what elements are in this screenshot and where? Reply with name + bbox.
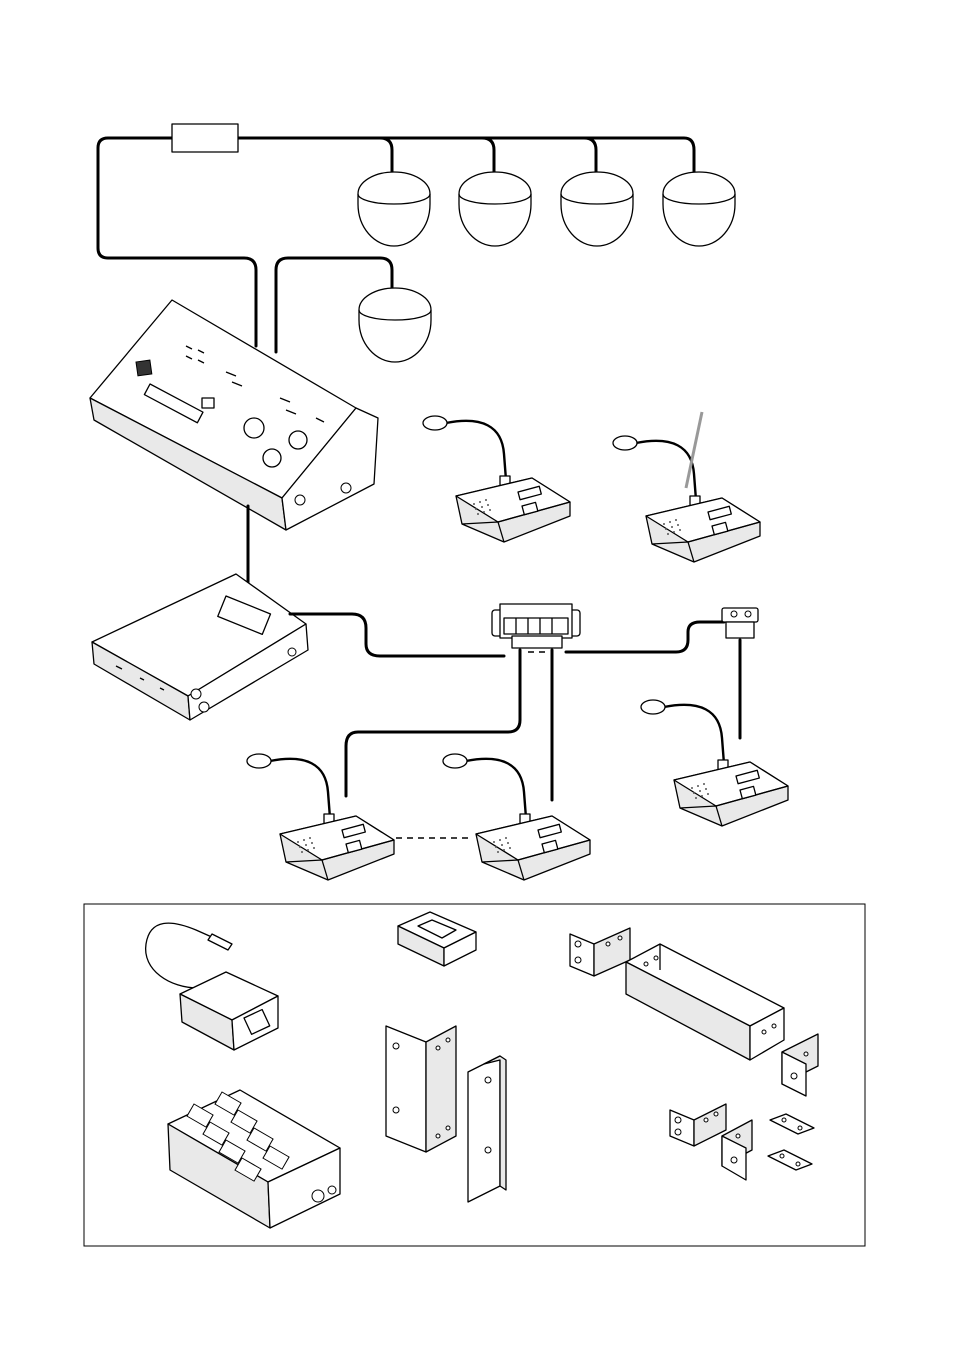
battery-pack bbox=[398, 912, 476, 966]
rack-bracket-left bbox=[386, 1026, 456, 1152]
angle-bracket-1 bbox=[570, 928, 630, 976]
rack-bracket-right bbox=[468, 1056, 506, 1202]
ceiling-speaker-5 bbox=[359, 288, 431, 362]
ceiling-speaker-4 bbox=[663, 172, 735, 246]
delegate-unit-3 bbox=[247, 754, 394, 880]
delegate-unit-wireless bbox=[613, 412, 760, 562]
delegate-unit-1 bbox=[423, 416, 570, 542]
battery-charger bbox=[168, 1090, 340, 1228]
control-unit bbox=[90, 300, 378, 530]
angle-bracket-3 bbox=[670, 1104, 726, 1146]
mounting-u-bracket bbox=[626, 944, 784, 1060]
cable-connector bbox=[722, 608, 758, 638]
joint-plate-2 bbox=[768, 1150, 812, 1170]
ceiling-speaker-1 bbox=[358, 172, 430, 246]
ceiling-speaker-2 bbox=[459, 172, 531, 246]
joint-plate-1 bbox=[770, 1114, 814, 1134]
delegate-unit-2 bbox=[641, 700, 788, 826]
delegate-unit-4 bbox=[443, 754, 590, 880]
junction-box bbox=[492, 604, 580, 648]
ceiling-speaker-3 bbox=[561, 172, 633, 246]
inline-box bbox=[172, 124, 238, 152]
angle-bracket-2 bbox=[782, 1034, 818, 1096]
wireless-unit bbox=[92, 574, 308, 720]
ac-adapter bbox=[146, 923, 278, 1050]
